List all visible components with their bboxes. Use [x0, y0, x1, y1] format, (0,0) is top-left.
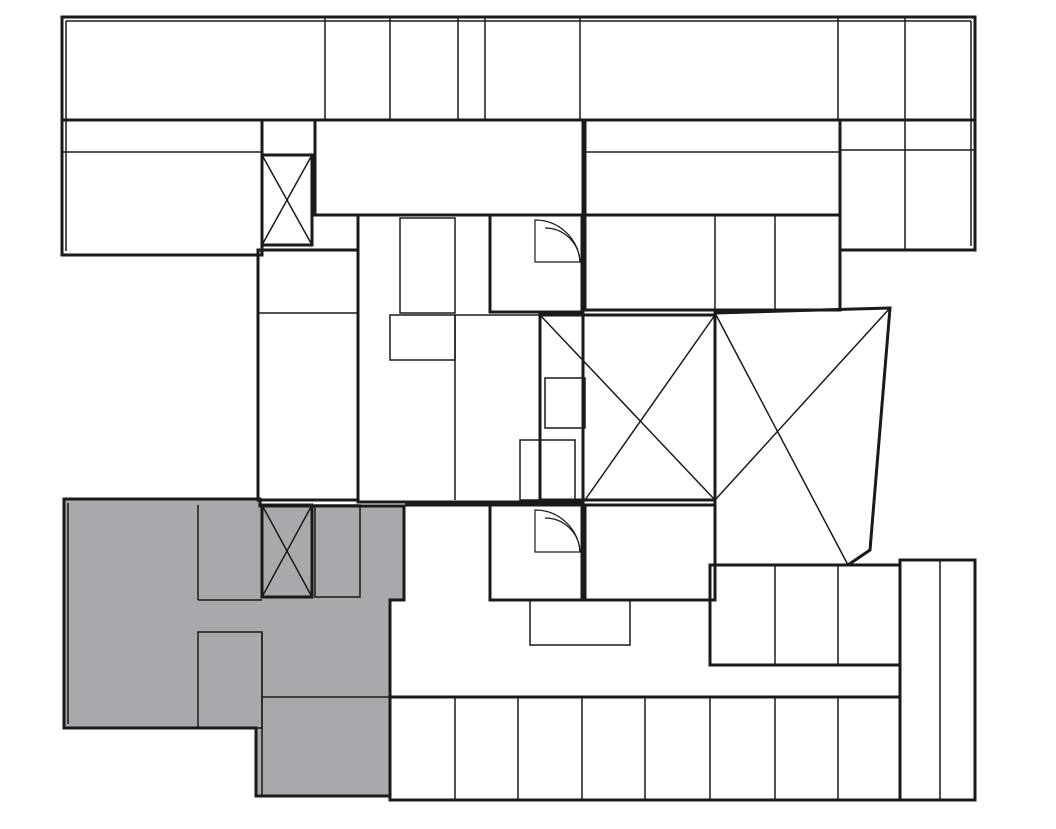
central-core	[256, 118, 631, 646]
north-wing	[60, 15, 977, 257]
highlighted-zone-walls	[67, 503, 390, 796]
atrium	[538, 213, 892, 602]
south-wing	[388, 503, 977, 802]
highlighted-zone[interactable]	[62, 497, 406, 798]
